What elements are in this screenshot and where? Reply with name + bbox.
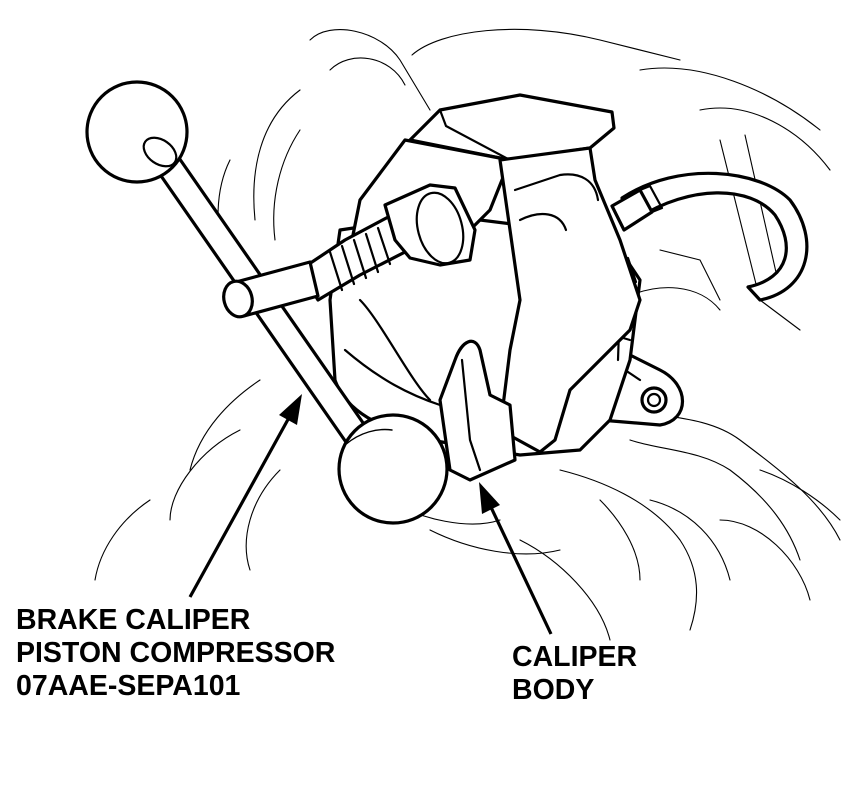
leader-arrows	[188, 394, 553, 635]
compressor-frame	[348, 93, 642, 482]
tool-label-line-1: BRAKE CALIPER	[16, 604, 251, 636]
tool-part-number: 07AAE-SEPA101	[16, 670, 241, 702]
tool-leader-line	[188, 413, 293, 598]
body-label-line-2: BODY	[512, 674, 595, 706]
brake-caliper-piston-compressor-label: BRAKE CALIPER PISTON COMPRESSOR 07AAE-SE…	[16, 604, 335, 703]
body-label-line-1: CALIPER	[512, 641, 638, 673]
caliper-body-label: CALIPER BODY	[512, 641, 637, 707]
upper-handle-knob	[85, 80, 189, 184]
body-arrowhead	[479, 482, 500, 514]
body-leader-line	[487, 502, 553, 635]
lower-handle-knob	[337, 413, 449, 525]
tool-label-line-2: PISTON COMPRESSOR	[16, 637, 336, 669]
tool-arrowhead	[279, 394, 302, 425]
threaded-screw	[298, 183, 477, 302]
brake-hose	[610, 171, 809, 302]
bracket-bolt-hole	[640, 386, 668, 414]
handle-knobs	[85, 80, 449, 525]
